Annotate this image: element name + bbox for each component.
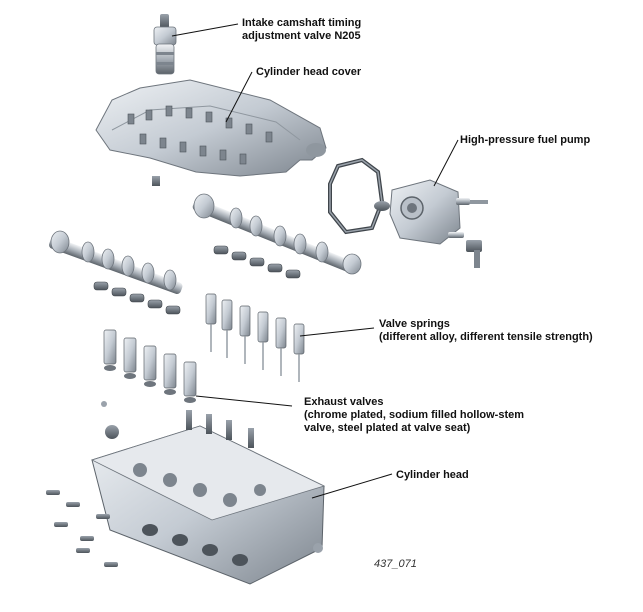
- rocker-arms-part: [93, 245, 301, 315]
- figure-number: 437_071: [374, 558, 417, 570]
- exhaust-camshaft-part: [49, 230, 183, 295]
- loose-studs: [46, 490, 118, 567]
- cylinder-head-part: [90, 410, 326, 585]
- label-cylinder-head: Cylinder head: [396, 469, 469, 481]
- exhaust-valves-part: [101, 329, 197, 407]
- valve-springs-part: [205, 293, 305, 382]
- label-springs-line2: (different alloy, different tensile stre…: [379, 331, 593, 343]
- fuel-pump-part: [374, 179, 488, 268]
- intake-camshaft-part: [192, 193, 362, 275]
- cover-bolt: [152, 176, 160, 186]
- cylinder-head-cover-part: [95, 79, 327, 186]
- label-fuel-pump: High-pressure fuel pump: [460, 134, 591, 146]
- label-springs-line1: Valve springs: [379, 318, 450, 330]
- label-exhaust-line1: Exhaust valves: [304, 396, 384, 408]
- label-n205: Intake camshaft timing adjustment valve …: [242, 17, 361, 43]
- label-exhaust-line3: valve, steel plated at valve seat): [304, 422, 471, 434]
- label-n205-line1: Intake camshaft timing: [242, 17, 362, 29]
- label-cylinder-head-cover: Cylinder head cover: [256, 66, 362, 78]
- pump-gasket-part: [328, 157, 385, 235]
- leader-lines: [171, 23, 459, 499]
- label-valve-springs: Valve springs (different alloy, differen…: [379, 318, 593, 344]
- n205-valve-part: [153, 14, 177, 75]
- label-exhaust-line2: (chrome plated, sodium filled hollow-ste…: [304, 409, 525, 421]
- label-n205-line2: adjustment valve N205: [242, 30, 361, 42]
- label-exhaust-valves: Exhaust valves (chrome plated, sodium fi…: [304, 396, 524, 435]
